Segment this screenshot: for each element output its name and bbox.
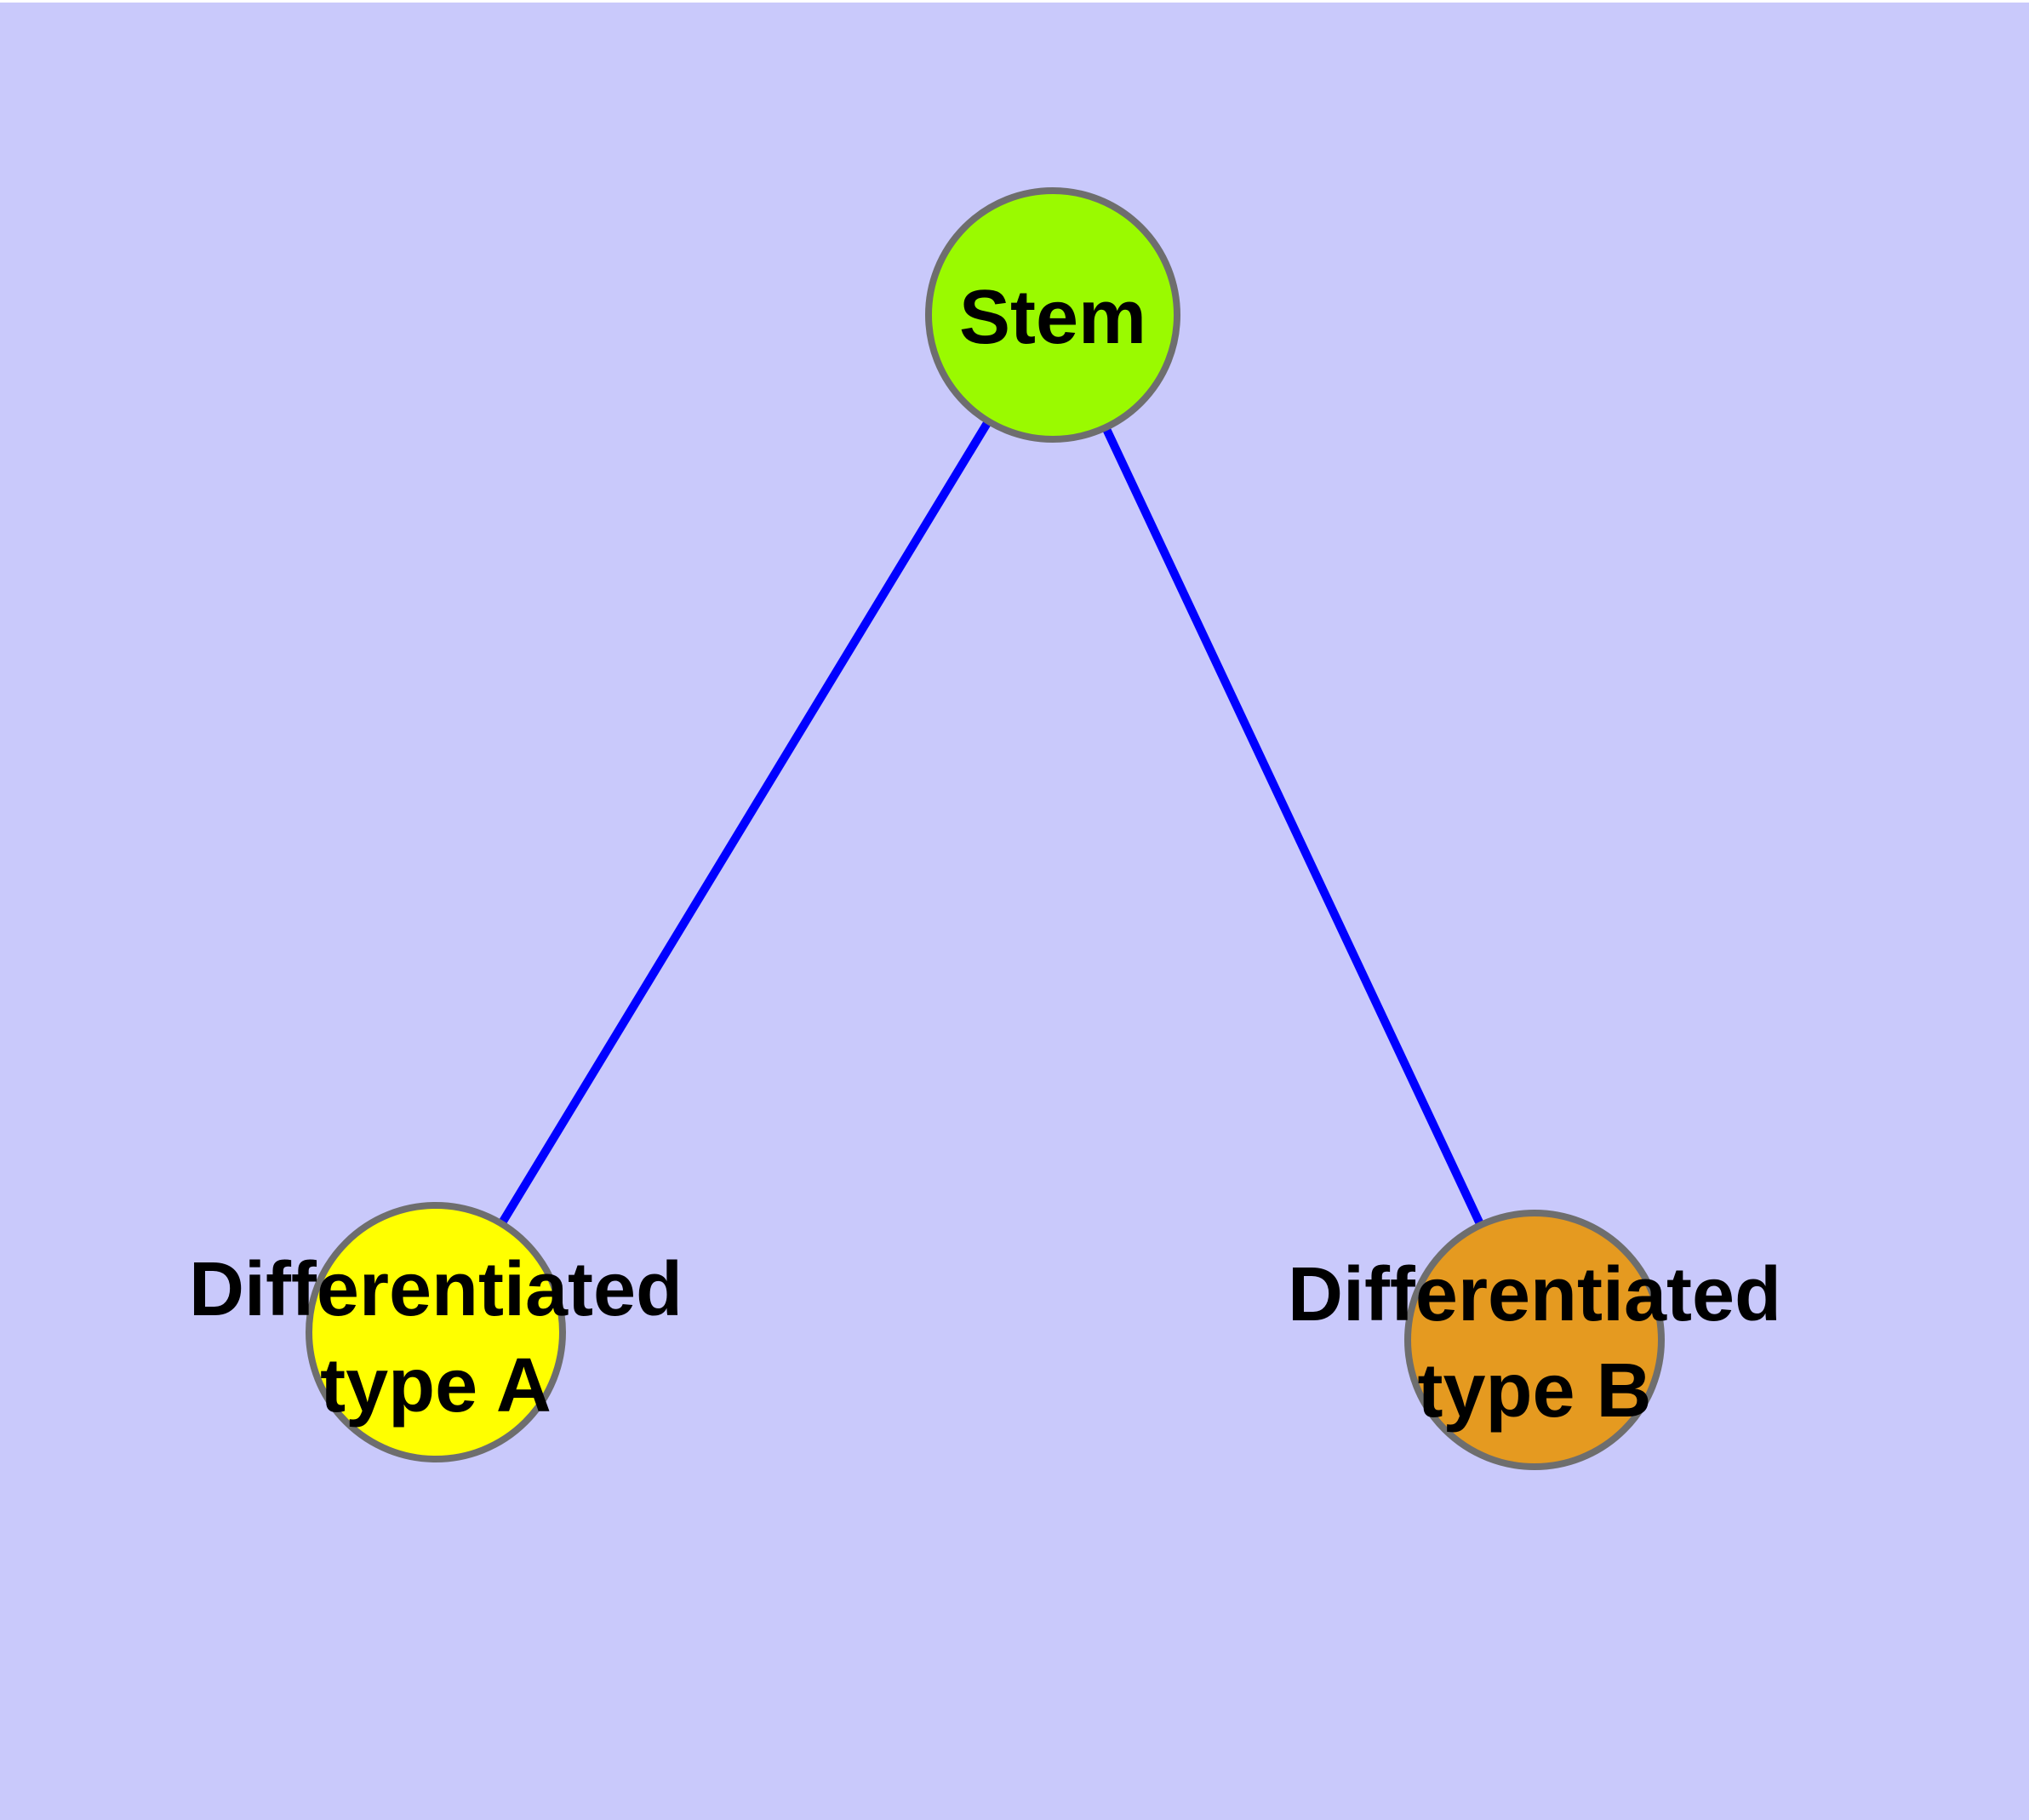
edge-stem-to-type-b: [1049, 312, 1539, 1342]
node-type-a-circle: [306, 1202, 566, 1462]
node-type-a-label-line2: type A: [320, 1343, 552, 1428]
node-type-b-circle: [1404, 1210, 1665, 1470]
node-stem-circle: [925, 187, 1180, 443]
node-stem-label: Stem: [959, 275, 1146, 360]
edge-stem-to-type-a: [432, 312, 1057, 1335]
top-edge-strip: [0, 0, 2029, 3]
node-type-b-label-line1: Differentiated: [1288, 1252, 1781, 1337]
node-type-a-label-line1: Differentiated: [189, 1247, 683, 1332]
node-type-b-label-line2: type B: [1417, 1348, 1651, 1434]
